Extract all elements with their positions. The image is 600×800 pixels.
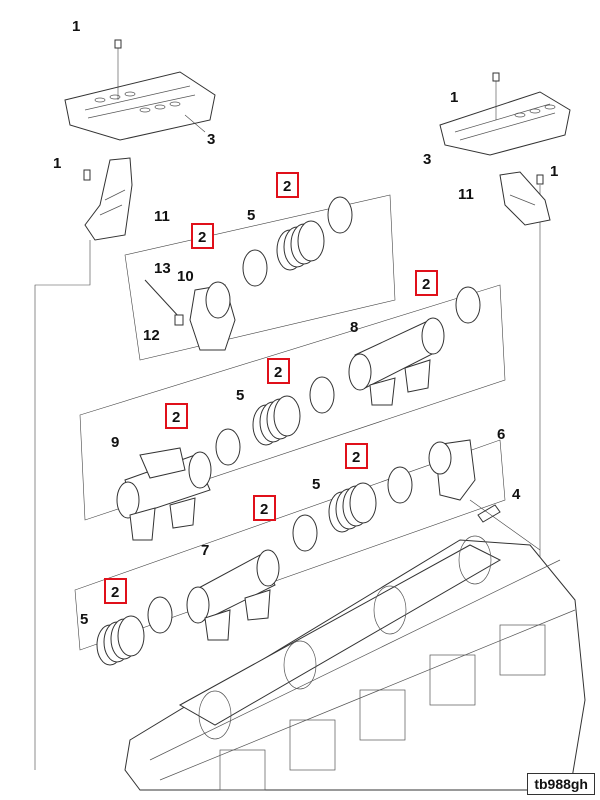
callout-8: 8 xyxy=(350,319,358,336)
callout-11: 11 xyxy=(154,208,170,225)
callout-5: 5 xyxy=(247,207,255,224)
callout-2-boxed: 2 xyxy=(274,364,282,381)
callout-4: 4 xyxy=(512,486,521,503)
callout-2-boxed: 2 xyxy=(352,449,360,466)
manifold-7 xyxy=(186,549,280,641)
callout-5: 5 xyxy=(236,387,244,404)
pin-13-12 xyxy=(144,279,184,326)
callout-2-boxed: 2 xyxy=(283,178,291,195)
bracket-left xyxy=(84,157,133,241)
bracket-right xyxy=(499,171,551,226)
callout-10: 10 xyxy=(177,268,194,285)
callout-11: 11 xyxy=(458,186,474,203)
heat-shield-left xyxy=(64,45,216,141)
callout-7: 7 xyxy=(201,542,209,559)
callout-3: 3 xyxy=(207,131,215,148)
engine-block xyxy=(124,535,586,791)
v-band-clamps xyxy=(147,196,481,634)
callout-5: 5 xyxy=(80,611,88,628)
pipe-8 xyxy=(348,317,445,406)
elbow-6 xyxy=(428,439,476,501)
callout-2-boxed: 2 xyxy=(172,409,180,426)
callout-2-boxed: 2 xyxy=(198,229,206,246)
callout-2-boxed: 2 xyxy=(260,501,268,518)
bolts xyxy=(83,39,544,185)
callout-2-boxed: 2 xyxy=(422,276,430,293)
callout-2-boxed: 2 xyxy=(111,584,119,601)
callout-1: 1 xyxy=(550,163,558,180)
callout-1: 1 xyxy=(72,18,80,35)
callout-12: 12 xyxy=(143,327,160,344)
diagram-reference-id: tb988gh xyxy=(527,773,595,795)
callout-9: 9 xyxy=(111,434,119,451)
callout-1: 1 xyxy=(53,155,61,172)
callout-13: 13 xyxy=(154,260,171,277)
gasket-4 xyxy=(469,499,541,551)
callout-6: 6 xyxy=(497,426,505,443)
bellows-expansion-joints xyxy=(96,220,377,666)
manifold-9 xyxy=(116,447,212,541)
elbow-10 xyxy=(189,281,236,351)
heat-shield-right xyxy=(439,80,571,156)
callout-1: 1 xyxy=(450,89,458,106)
callout-labels: 1 3 1 11 2 5 2 13 10 12 2 8 2 5 2 9 2 6 … xyxy=(53,18,558,628)
callout-5: 5 xyxy=(312,476,320,493)
callout-3: 3 xyxy=(423,151,431,168)
